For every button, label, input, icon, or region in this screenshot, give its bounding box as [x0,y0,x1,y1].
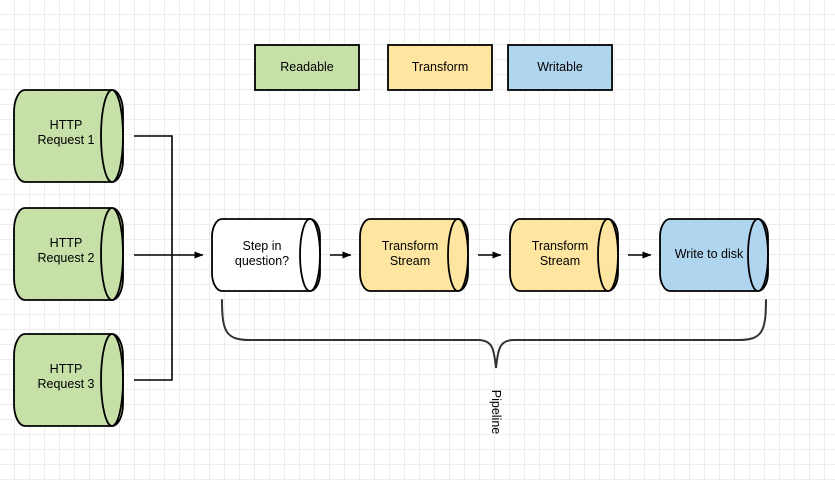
cylinder-write-to-disk[interactable] [659,218,769,292]
cylinder-transform-stream-2[interactable] [509,218,619,292]
connector-http-request-1 [134,135,173,255]
pipeline-bracket-label: Pipeline [489,389,503,435]
cylinder-http-request-3[interactable] [13,333,124,427]
legend-swatch-readable[interactable] [254,44,360,91]
cylinder-http-request-2[interactable] [13,207,124,301]
cylinder-http-request-1[interactable] [13,89,124,183]
cylinder-transform-stream-1[interactable] [359,218,469,292]
pipeline-brace [221,299,767,369]
cylinder-step-in-question[interactable] [211,218,321,292]
legend-swatch-transform[interactable] [387,44,493,91]
legend-swatch-writable[interactable] [507,44,613,91]
connector-http-request-3 [134,255,173,381]
